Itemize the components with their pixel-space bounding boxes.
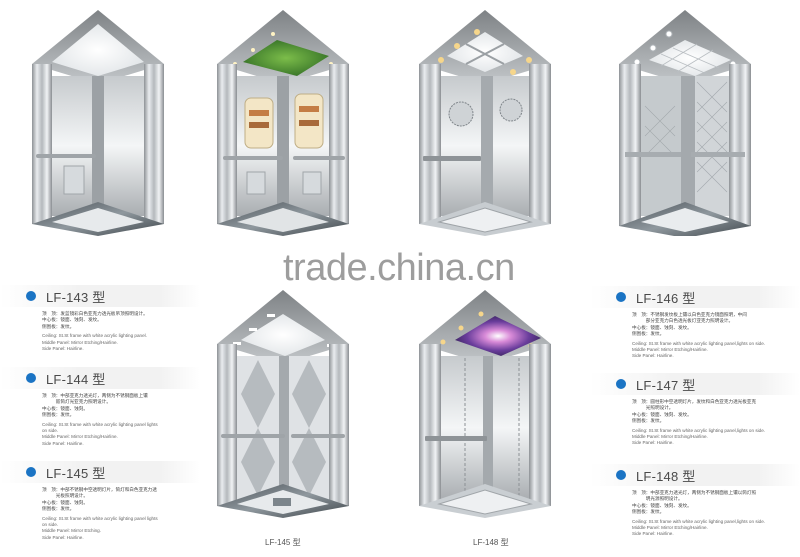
model-title: LF-145 型 xyxy=(46,465,106,481)
spec-en-line: Middle Panel: Mirror Etching/Hairline. xyxy=(42,339,118,345)
elevator-cabin-lf146 xyxy=(615,6,755,236)
spec-en-line: Ceiling: St.St frame with white acrylic … xyxy=(632,340,766,346)
spec-cn-line: 顶 顶：发蓝镜彩白色亚克力透光板吊顶照明设计。 xyxy=(42,311,148,316)
spec-heading: LF-148 型 xyxy=(590,464,800,486)
caption-lf145: LF-145 型 xyxy=(265,538,301,547)
spec-cn-line: 明光源照明设计。 xyxy=(632,496,683,502)
spec-en-line: Side Panel: Hairline. xyxy=(42,440,84,446)
spec-cn-line: 顶 顶：中部亚克力透光灯，两侧为不锈钢面板上镶以筒灯照 xyxy=(632,490,757,495)
spec-cn-line: 中心板：镜面、蚀刻、发纹。 xyxy=(42,317,102,323)
spec-heading: LF-147 型 xyxy=(590,373,800,395)
bullet-dot-icon xyxy=(616,292,626,302)
spec-en-line: Side Panel: Hairline. xyxy=(632,531,674,537)
model-title: LF-146 型 xyxy=(636,290,696,306)
spec-block-lf147: LF-147 型 顶 顶：圆柱形中空透明灯片，发纹和白色亚克力透光板亚克 光照明… xyxy=(590,373,800,447)
spec-en-line: Side Panel: Hairline. xyxy=(42,534,84,540)
caption-lf148: LF-148 型 xyxy=(473,538,509,547)
spec-cn-line: 侧围板：发纹。 xyxy=(632,509,665,515)
spec-en-line: Side Panel: Hairline. xyxy=(632,440,674,446)
spec-en-line: Side Panel: Hairline. xyxy=(632,353,674,359)
spec-cn-line: 侧围板：发纹。 xyxy=(632,331,665,337)
elevator-cabin-lf143 xyxy=(28,6,168,236)
model-title: LF-147 型 xyxy=(636,377,696,393)
model-title: LF-148 型 xyxy=(636,468,696,484)
spec-block-lf143: LF-143 型 顶 顶：发蓝镜彩白色亚克力透光板吊顶照明设计。中心板：镜面、蚀… xyxy=(0,285,200,352)
spec-cn-line: 侧围板：发纹。 xyxy=(42,412,75,418)
spec-cn-line: 中心板：镜面、蚀刻。 xyxy=(42,405,88,411)
spec-cn-line: 顶 顶：圆柱形中空透明灯片，发纹和白色亚克力透光板亚克 xyxy=(632,399,757,404)
spec-cn-line: 光照明设计。 xyxy=(632,405,674,411)
spec-cn-line: 顶 顶：中部不锈钢中空透明灯片，筒灯和白色亚克力透 xyxy=(42,487,157,492)
model-title: LF-143 型 xyxy=(46,289,106,305)
bullet-dot-icon xyxy=(26,467,36,477)
spec-heading: LF-145 型 xyxy=(0,461,200,483)
spec-cn-line: 中心板：镜面、蚀刻、发纹。 xyxy=(632,502,692,508)
elevator-cabin-lf147 xyxy=(415,6,555,236)
spec-en-line: Middle Panel: Mirror Etching/Hairline. xyxy=(632,525,708,531)
spec-heading: LF-144 型 xyxy=(0,367,200,389)
spec-cn-line: 嵌筒灯光亚克力照明设计。 xyxy=(42,399,111,405)
spec-heading: LF-146 型 xyxy=(590,286,800,308)
spec-en-line: Ceiling: St.St frame with white acrylic … xyxy=(42,333,147,339)
spec-cn-line: 部分亚克力白色透光板灯亚克力照明设计。 xyxy=(632,318,734,324)
spec-cn-line: 中心板：镜面、蚀刻、发纹。 xyxy=(632,324,692,330)
spec-cn-line: 侧围板：发纹。 xyxy=(42,506,75,512)
bullet-dot-icon xyxy=(26,291,36,301)
spec-block-lf144: LF-144 型 顶 顶：中部亚克力透光灯，两侧为不锈钢面板上镶 嵌筒灯光亚克力… xyxy=(0,367,200,447)
bullet-dot-icon xyxy=(26,373,36,383)
spec-block-lf146: LF-146 型 顶 顶：不锈钢发纹板上镶以白色亚克力镜面照明，中间 部分亚克力… xyxy=(590,286,800,360)
spec-cn-line: 侧围板：发纹。 xyxy=(632,418,665,424)
spec-en-line: Ceiling: St.St frame with white acrylic … xyxy=(632,518,766,524)
spec-block-lf145: LF-145 型 顶 顶：中部不锈钢中空透明灯片，筒灯和白色亚克力透 光板照明设… xyxy=(0,461,200,541)
spec-en-line: Middle Panel: Mirror Etching/Hairline. xyxy=(632,347,708,353)
spec-en-line: Side Panel: Hairline. xyxy=(42,346,84,352)
spec-cn-line: 光板照明设计。 xyxy=(42,493,88,499)
spec-en-line: Ceiling: St.St frame with white acrylic … xyxy=(42,515,158,521)
bullet-dot-icon xyxy=(616,379,626,389)
spec-cn-line: 顶 顶：中部亚克力透光灯，两侧为不锈钢面板上镶 xyxy=(42,393,148,398)
spec-cn-line: 顶 顶：不锈钢发纹板上镶以白色亚克力镜面照明，中间 xyxy=(632,312,747,317)
bullet-dot-icon xyxy=(616,470,626,480)
spec-en-line: Middle Panel: Mirror Etching/Hairline. xyxy=(42,434,118,440)
spec-en-line: Middle Panel: Mirror Etching. xyxy=(42,528,101,534)
spec-en-line: on side. xyxy=(42,522,59,528)
elevator-cabin-lf145 xyxy=(213,286,353,518)
elevator-cabin-lf144 xyxy=(213,6,353,236)
elevator-cabin-lf148 xyxy=(415,286,555,518)
spec-en-line: Ceiling: St.St frame with white acrylic … xyxy=(42,421,158,427)
model-title: LF-144 型 xyxy=(46,371,106,387)
spec-en-line: Middle Panel: Mirror Etching/Hairline. xyxy=(632,434,708,440)
spec-cn-line: 中心板：镜面、蚀刻、发纹。 xyxy=(632,411,692,417)
spec-heading: LF-143 型 xyxy=(0,285,200,307)
spec-cn-line: 侧围板：发纹。 xyxy=(42,323,75,329)
spec-en-line: Ceiling: St.St frame with white acrylic … xyxy=(632,427,766,433)
spec-cn-line: 中心板：镜面、蚀刻。 xyxy=(42,499,88,505)
spec-en-line: on side. xyxy=(42,428,59,434)
watermark-text: trade.china.cn xyxy=(283,247,515,289)
spec-block-lf148: LF-148 型 顶 顶：中部亚克力透光灯，两侧为不锈钢面板上镶以筒灯照 明光源… xyxy=(590,464,800,538)
